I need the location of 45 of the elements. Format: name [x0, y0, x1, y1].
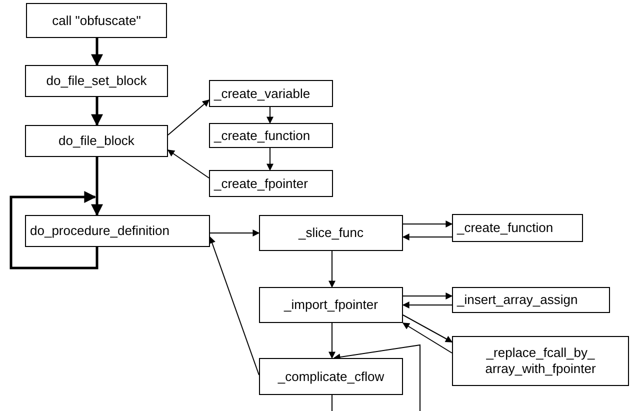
- box-label: do_file_block: [58, 133, 134, 149]
- process-box: [25, 125, 168, 157]
- arrow: [168, 100, 210, 136]
- box-label: do_procedure_definition: [30, 223, 170, 239]
- process-box: [452, 214, 583, 242]
- process-box: [209, 80, 333, 107]
- arrow: [167, 150, 210, 178]
- arrow: [333, 344, 420, 411]
- process-box: [259, 358, 403, 395]
- box-label: _slice_func: [298, 225, 364, 241]
- box-label: _complicate_cflow: [278, 368, 384, 384]
- arrow: [266, 106, 274, 124]
- process-box: [259, 287, 403, 323]
- box-label: _create_fpointer: [214, 176, 308, 192]
- arrow: [402, 234, 452, 240]
- arrow: [91, 157, 103, 216]
- arrow: [402, 220, 453, 228]
- box-label: _create_function: [457, 220, 554, 236]
- arrow: [10, 191, 98, 270]
- arrow: [402, 302, 452, 308]
- arrow: [208, 236, 260, 376]
- arrow: [210, 230, 260, 236]
- box-label: _create_variable: [214, 86, 310, 102]
- box-label: _insert_array_assign: [457, 292, 578, 308]
- box-label: call "obfuscate": [52, 12, 141, 28]
- arrow: [328, 322, 336, 359]
- arrow: [402, 292, 453, 300]
- arrow: [402, 322, 452, 354]
- process-box: [25, 215, 210, 247]
- box-label: _replace_fcall_by_ array_with_fpointer: [484, 345, 597, 377]
- process-box: [26, 3, 167, 38]
- box-label: _create_function: [214, 128, 310, 144]
- arrow: [91, 97, 103, 126]
- process-box: [452, 336, 629, 386]
- arrow: [91, 38, 103, 66]
- arrow: [402, 314, 453, 342]
- box-label: _import_fpointer: [284, 297, 378, 313]
- process-box: [209, 170, 333, 197]
- box-label: do_file_set_block: [46, 73, 147, 89]
- process-box: [209, 123, 333, 148]
- process-box: [259, 215, 403, 251]
- arrow: [328, 250, 336, 288]
- process-box: [452, 287, 610, 313]
- process-box: [25, 65, 168, 97]
- arrow: [266, 148, 274, 171]
